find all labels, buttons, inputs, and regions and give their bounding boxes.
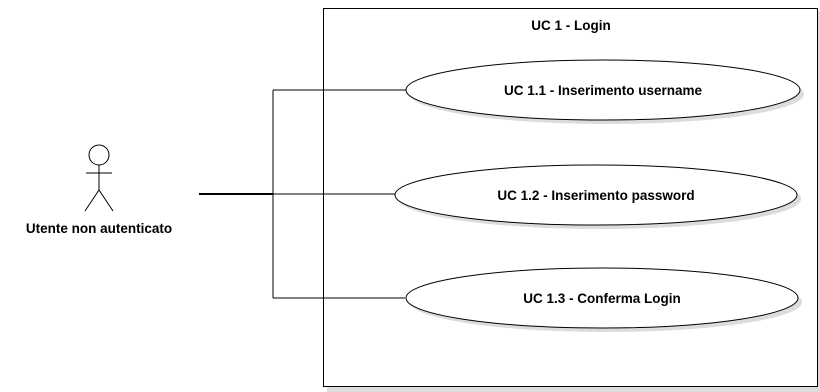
use-case-3-label: UC 1.3 - Conferma Login (523, 291, 681, 306)
use-case-1: UC 1.1 - Inserimento username (405, 59, 804, 124)
use-case-1-label: UC 1.1 - Inserimento username (504, 83, 703, 98)
actor-label: Utente non autenticato (26, 221, 172, 236)
actor-icon (84, 144, 114, 212)
use-case-2: UC 1.2 - Inserimento password (394, 164, 801, 229)
association-connectors (199, 89, 406, 299)
use-case-3: UC 1.3 - Conferma Login (405, 267, 802, 332)
system-title: UC 1 - Login (531, 18, 611, 33)
use-case-2-label: UC 1.2 - Inserimento password (497, 188, 694, 203)
